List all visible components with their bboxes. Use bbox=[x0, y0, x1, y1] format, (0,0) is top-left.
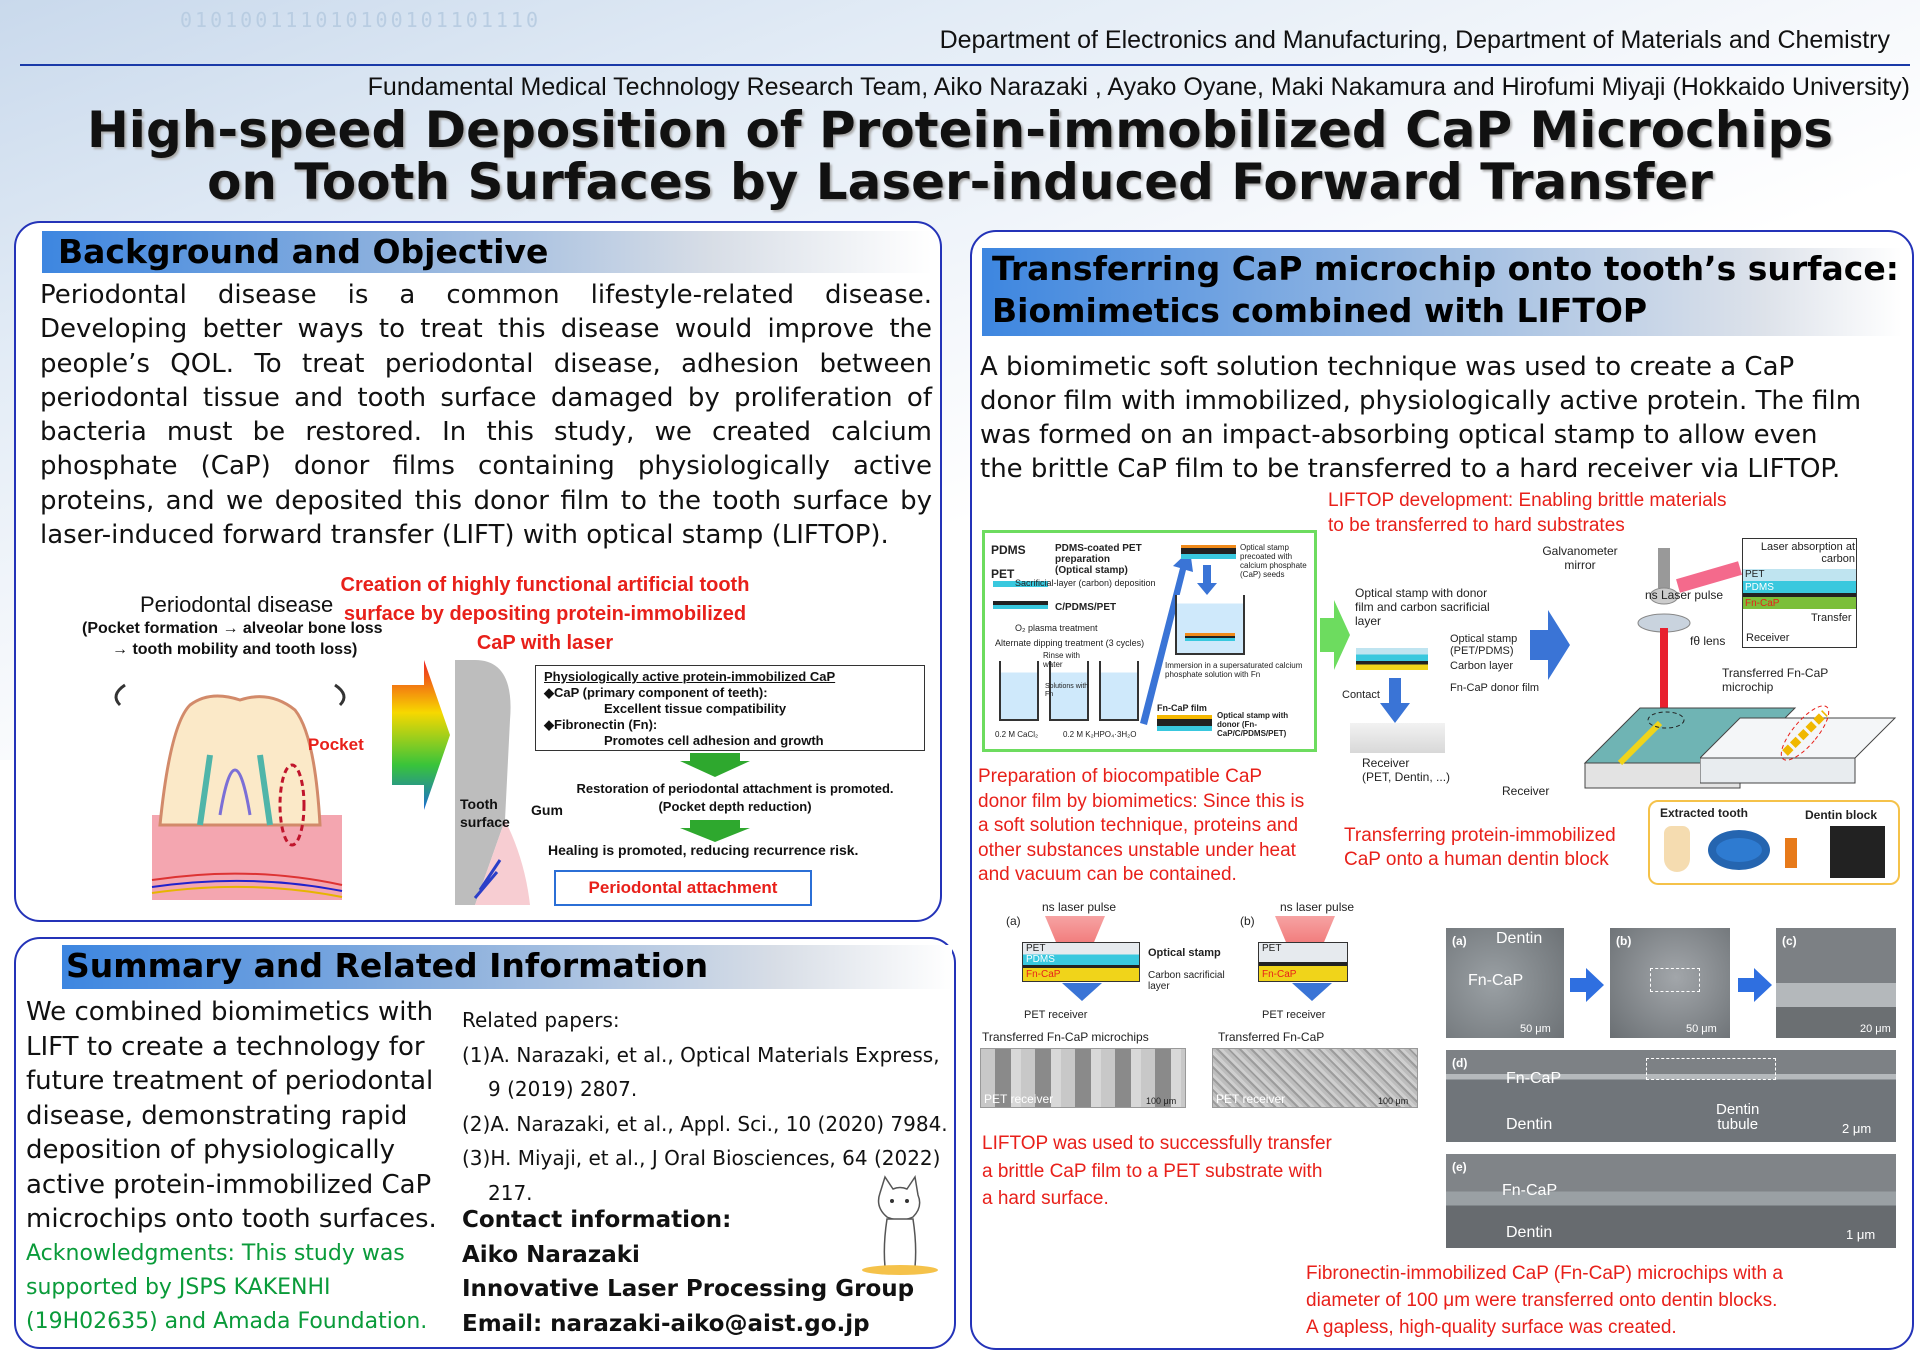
liftop-process-figure: Optical stamp with donor film and carbon… bbox=[1342, 538, 1910, 808]
pet-caption: LIFTOP was used to successfully transfer… bbox=[982, 1133, 1332, 1209]
protein-caP-box: Physiologically active protein-immobiliz… bbox=[535, 665, 925, 751]
pet-transfer-figure: (a) (b) ns laser pulse ns laser pulse PE… bbox=[980, 898, 1420, 1113]
background-text: Periodontal disease is a common lifestyl… bbox=[40, 280, 932, 551]
cat-mascot-illustration bbox=[862, 1175, 938, 1275]
related-papers: Related papers: (1)A. Narazaki, et al., … bbox=[462, 1008, 948, 1205]
creation-caption: Creation of highly functional artificial… bbox=[340, 574, 750, 654]
sem-image-a bbox=[1446, 928, 1564, 1038]
acknowledgments: Acknowledgments: This study was supporte… bbox=[26, 1241, 428, 1334]
contact-email: Email: narazaki-aiko@aist.go.jp bbox=[462, 1310, 870, 1337]
transfer-heading: Transferring CaP microchip onto tooth’s … bbox=[982, 248, 1902, 336]
periodontal-attachment-box: Periodontal attachment bbox=[554, 870, 812, 906]
tooth-cross-section-illustration bbox=[114, 683, 346, 900]
sem-image-c bbox=[1776, 928, 1896, 1038]
header-rule bbox=[20, 64, 1910, 66]
summary-panel bbox=[14, 937, 956, 1349]
fn-caP-caption: Fibronectin-immobilized CaP (Fn-CaP) mic… bbox=[1306, 1263, 1783, 1338]
dentin-block-inset: Extracted tooth Dentin block bbox=[1648, 800, 1900, 885]
poster-title: High-speed Deposition of Protein-immobil… bbox=[86, 101, 1834, 211]
background-binary-decoration: 0101001110101001011011101101001011010100… bbox=[180, 8, 540, 32]
periodontal-figure: Periodontal disease (Pocket formation → … bbox=[70, 565, 930, 915]
authors-line: Fundamental Medical Technology Research … bbox=[367, 73, 1910, 101]
preparation-figure: PDMS PET PDMS-coated PET preparation(Opt… bbox=[982, 530, 1317, 752]
transfer-caption: Transferring protein-immobilized CaP ont… bbox=[1344, 825, 1616, 870]
green-arrow-2 bbox=[680, 820, 750, 842]
blue-diagonal-arrow bbox=[1140, 550, 1193, 725]
gradient-arrow bbox=[392, 660, 450, 810]
contact-info: Contact information: Aiko Narazaki Innov… bbox=[462, 1203, 914, 1341]
green-right-arrow bbox=[1320, 600, 1350, 670]
sem-images: (a) Dentin Fn-CaP 50 μm (b) 50 μm (c) 20… bbox=[1446, 928, 1896, 1248]
disease-title: Periodontal disease bbox=[140, 592, 334, 617]
department-line: Department of Electronics and Manufactur… bbox=[939, 26, 1890, 54]
tooth-surface-illustration bbox=[455, 660, 530, 905]
pocket-label: Pocket bbox=[308, 735, 364, 754]
green-arrow-1 bbox=[680, 753, 750, 777]
sem-image-d bbox=[1446, 1050, 1896, 1142]
summary-heading: Summary and Related Information bbox=[62, 945, 952, 989]
transfer-text: A biomimetic soft solution technique was… bbox=[980, 352, 1862, 484]
sem-image-b bbox=[1610, 928, 1730, 1038]
background-heading: Background and Objective bbox=[42, 231, 932, 273]
preparation-caption: Preparation of biocompatible CaP donor f… bbox=[978, 766, 1305, 886]
sem-image-e bbox=[1446, 1154, 1896, 1248]
summary-text: We combined biomimetics with LIFT to cre… bbox=[26, 997, 437, 1234]
liftop-development-caption: LIFTOP development: Enabling brittle mat… bbox=[1328, 490, 1727, 536]
absorption-inset: Laser absorption at carbon PET PDMS Fn-C… bbox=[1742, 538, 1857, 648]
